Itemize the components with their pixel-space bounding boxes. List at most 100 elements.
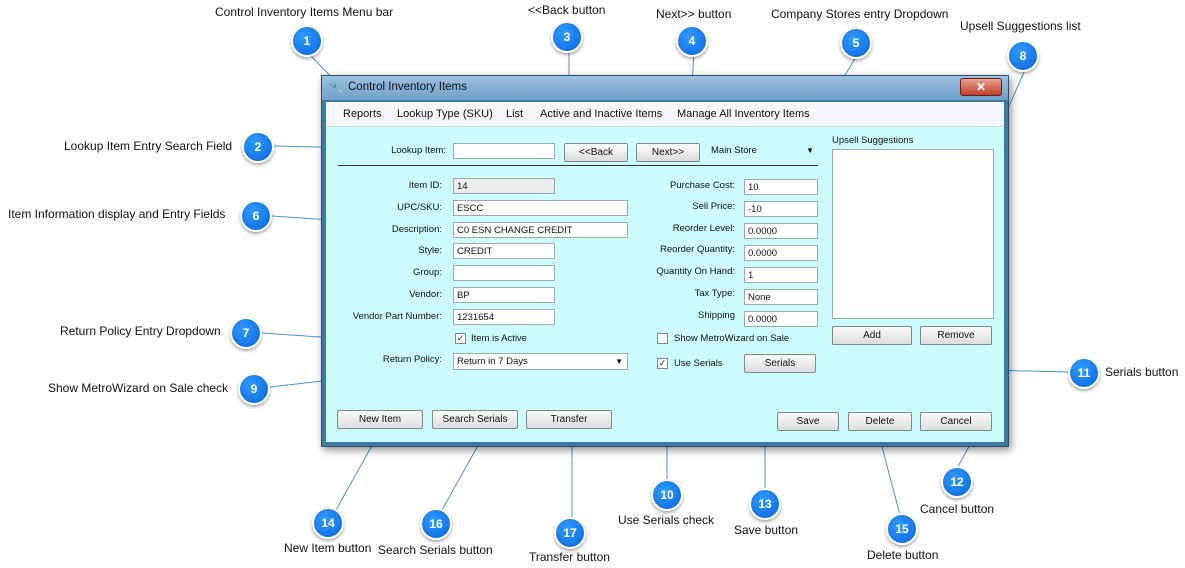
item-active-label: Item is Active: [471, 333, 527, 344]
menu-item-list[interactable]: List: [506, 108, 524, 120]
callout-text-11: Serials button: [1105, 365, 1179, 379]
store-dropdown[interactable]: Main Store ▼: [708, 143, 818, 160]
sell-price-label: Sell Price:: [692, 201, 735, 212]
return-policy-label: Return Policy:: [382, 354, 442, 365]
vendor-label: Vendor:: [409, 289, 442, 300]
reorder-level-field[interactable]: 0.0000: [744, 223, 818, 239]
show-metrowizard-label: Show MetroWizard on Sale: [674, 333, 790, 344]
callout-text-14: New Item button: [284, 541, 372, 555]
lookup-item-label: Lookup Item:: [391, 145, 446, 156]
callout-badge-11: 11: [1068, 357, 1100, 389]
window-close-button[interactable]: ✕: [960, 78, 1002, 96]
callout-badge-12: 12: [941, 466, 973, 498]
reorder-quantity-field[interactable]: 0.0000: [744, 245, 818, 261]
wrench-icon: 🔧: [328, 80, 346, 96]
callout-badge-15: 15: [886, 513, 918, 545]
use-serials-checkbox[interactable]: ✓: [657, 358, 668, 369]
item-active-checkbox[interactable]: ✓: [455, 333, 466, 344]
callout-text-4: Next>> button: [656, 7, 732, 21]
description-field[interactable]: C0 ESN CHANGE CREDIT: [453, 222, 628, 238]
menu-item-reports[interactable]: Reports: [343, 108, 382, 120]
callout-text-7: Return Policy Entry Dropdown: [60, 324, 221, 338]
callout-text-16: Search Serials button: [378, 543, 493, 557]
callout-text-12: Cancel button: [920, 502, 995, 516]
reorder-level-label: Reorder Level:: [672, 223, 735, 234]
callout-badge-7: 7: [230, 317, 262, 349]
callout-text-5: Company Stores entry Dropdown: [771, 7, 949, 21]
callout-badge-9: 9: [238, 373, 270, 405]
callout-badge-8: 8: [1007, 40, 1039, 72]
upc-sku-label: UPC/SKU:: [397, 202, 442, 213]
callout-text-2: Lookup Item Entry Search Field: [64, 139, 233, 153]
menu-item-active-inactive[interactable]: Active and Inactive Items: [540, 108, 663, 120]
purchase-cost-label: Purchase Cost:: [670, 180, 735, 191]
upsell-label: Upsell Suggestions: [832, 135, 914, 146]
callout-text-15: Delete button: [867, 548, 939, 562]
menu-item-manage-all[interactable]: Manage All Inventory Items: [677, 108, 810, 120]
return-policy-value: Return in 7 Days: [457, 356, 528, 367]
return-policy-dropdown[interactable]: Return in 7 Days ▼: [453, 353, 628, 370]
window-client-area: Reports Lookup Type (SKU) List Active an…: [326, 102, 1004, 442]
vendor-part-label: Vendor Part Number:: [352, 311, 442, 322]
window-titlebar[interactable]: 🔧 Control Inventory Items ✕: [322, 76, 1008, 100]
control-inventory-window: 🔧 Control Inventory Items ✕ Reports Look…: [321, 75, 1009, 447]
style-label: Style:: [418, 245, 442, 256]
dropdown-arrow-icon: ▼: [615, 357, 623, 366]
callout-badge-14: 14: [312, 507, 344, 539]
tax-type-field[interactable]: None: [744, 289, 818, 305]
next-button[interactable]: Next>>: [636, 143, 700, 162]
style-field[interactable]: CREDIT: [453, 243, 555, 259]
shipping-field[interactable]: 0.0000: [744, 311, 818, 327]
callout-badge-17: 17: [554, 517, 586, 549]
delete-button[interactable]: Delete: [848, 412, 912, 431]
menu-bar: Reports Lookup Type (SKU) List Active an…: [326, 102, 1004, 127]
group-field[interactable]: [453, 265, 555, 281]
callout-badge-6: 6: [240, 200, 272, 232]
vendor-part-field[interactable]: 1231654: [453, 309, 555, 325]
sell-price-field[interactable]: -10: [744, 201, 818, 217]
callout-badge-3: 3: [551, 21, 583, 53]
callout-text-1: Control Inventory Items Menu bar: [215, 5, 394, 19]
upsell-suggestions-list[interactable]: [832, 149, 994, 319]
tax-type-label: Tax Type:: [694, 288, 736, 299]
new-item-button[interactable]: New Item: [337, 410, 423, 429]
description-label: Description:: [391, 224, 442, 235]
reorder-quantity-label: Reorder Quantity:: [660, 244, 735, 255]
menu-item-lookup-type[interactable]: Lookup Type (SKU): [397, 108, 493, 120]
callout-badge-13: 13: [749, 488, 781, 520]
group-label: Group:: [412, 267, 442, 278]
callout-badge-1: 1: [291, 25, 323, 57]
callout-text-8: Upsell Suggestions list: [960, 19, 1081, 33]
use-serials-label: Use Serials: [674, 358, 723, 369]
callout-badge-10: 10: [651, 479, 683, 511]
item-id-field: 14: [453, 178, 555, 194]
upsell-add-button[interactable]: Add: [832, 326, 912, 345]
shipping-label: Shipping: [698, 310, 735, 321]
lookup-item-input[interactable]: [453, 143, 555, 159]
store-dropdown-value: Main Store: [711, 145, 757, 156]
transfer-button[interactable]: Transfer: [526, 410, 612, 429]
purchase-cost-field[interactable]: 10: [744, 179, 818, 195]
upc-sku-field[interactable]: ESCC: [453, 200, 628, 216]
callout-badge-2: 2: [242, 131, 274, 163]
callout-badge-16: 16: [420, 508, 452, 540]
show-metrowizard-checkbox[interactable]: [657, 333, 668, 344]
dropdown-arrow-icon: ▼: [806, 146, 814, 155]
callout-badge-4: 4: [676, 25, 708, 57]
callout-text-6: Item Information display and Entry Field…: [8, 207, 226, 221]
callout-badge-5: 5: [840, 27, 872, 59]
divider-line: [338, 165, 818, 166]
back-button[interactable]: <<Back: [564, 143, 628, 162]
callout-text-13: Save button: [734, 523, 799, 537]
cancel-button[interactable]: Cancel: [920, 412, 992, 431]
callout-text-3: <<Back button: [528, 3, 606, 17]
search-serials-button[interactable]: Search Serials: [432, 410, 518, 429]
callout-text-17: Transfer button: [529, 550, 610, 564]
upsell-remove-button[interactable]: Remove: [920, 326, 992, 345]
quantity-on-hand-field[interactable]: 1: [744, 267, 818, 283]
callout-text-9: Show MetroWizard on Sale check: [48, 381, 229, 395]
serials-button[interactable]: Serials: [744, 354, 816, 373]
vendor-field[interactable]: BP: [453, 287, 555, 303]
item-id-label: Item ID:: [408, 180, 442, 191]
save-button[interactable]: Save: [777, 412, 839, 431]
